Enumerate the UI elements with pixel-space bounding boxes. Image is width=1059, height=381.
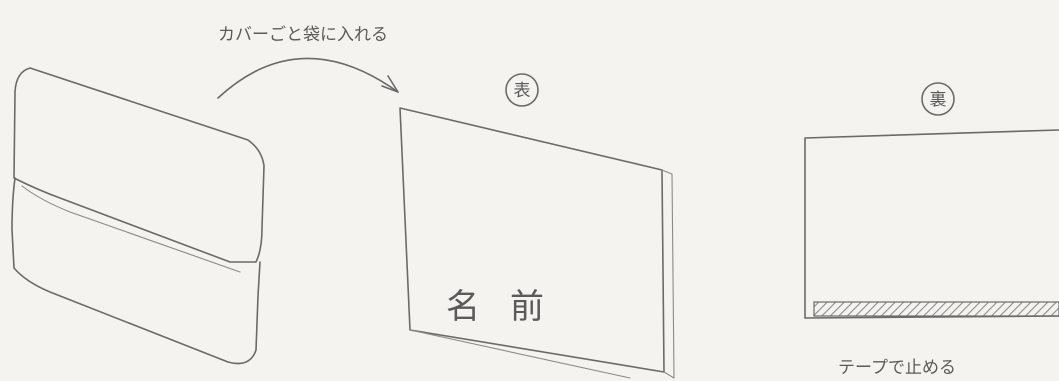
instruction-text: カバーごと袋に入れる xyxy=(218,25,388,45)
pouch-flap-edge xyxy=(21,185,241,273)
front-marker: 表 xyxy=(505,73,539,107)
bag-front: 名前 xyxy=(399,107,675,379)
arrow-head xyxy=(381,75,399,93)
back-marker-text: 裏 xyxy=(930,89,947,110)
bag-front-bottom xyxy=(409,329,631,379)
back-marker: 裏 xyxy=(921,82,955,116)
bag-back: テープで止める xyxy=(804,129,1059,378)
front-marker-text: 表 xyxy=(514,81,531,101)
pouch-flap xyxy=(13,67,265,263)
arrow-curve xyxy=(217,57,399,99)
pouch-with-cover xyxy=(11,67,265,365)
bag-front-depth xyxy=(661,169,675,379)
pouch-body xyxy=(11,177,261,365)
bag-back-outline xyxy=(804,129,1059,319)
tape-note: テープで止める xyxy=(838,358,956,378)
tape-strip xyxy=(813,301,1059,317)
name-label: 名前 xyxy=(446,287,574,327)
bag-front-outline xyxy=(399,107,665,373)
insert-arrow xyxy=(217,57,399,99)
